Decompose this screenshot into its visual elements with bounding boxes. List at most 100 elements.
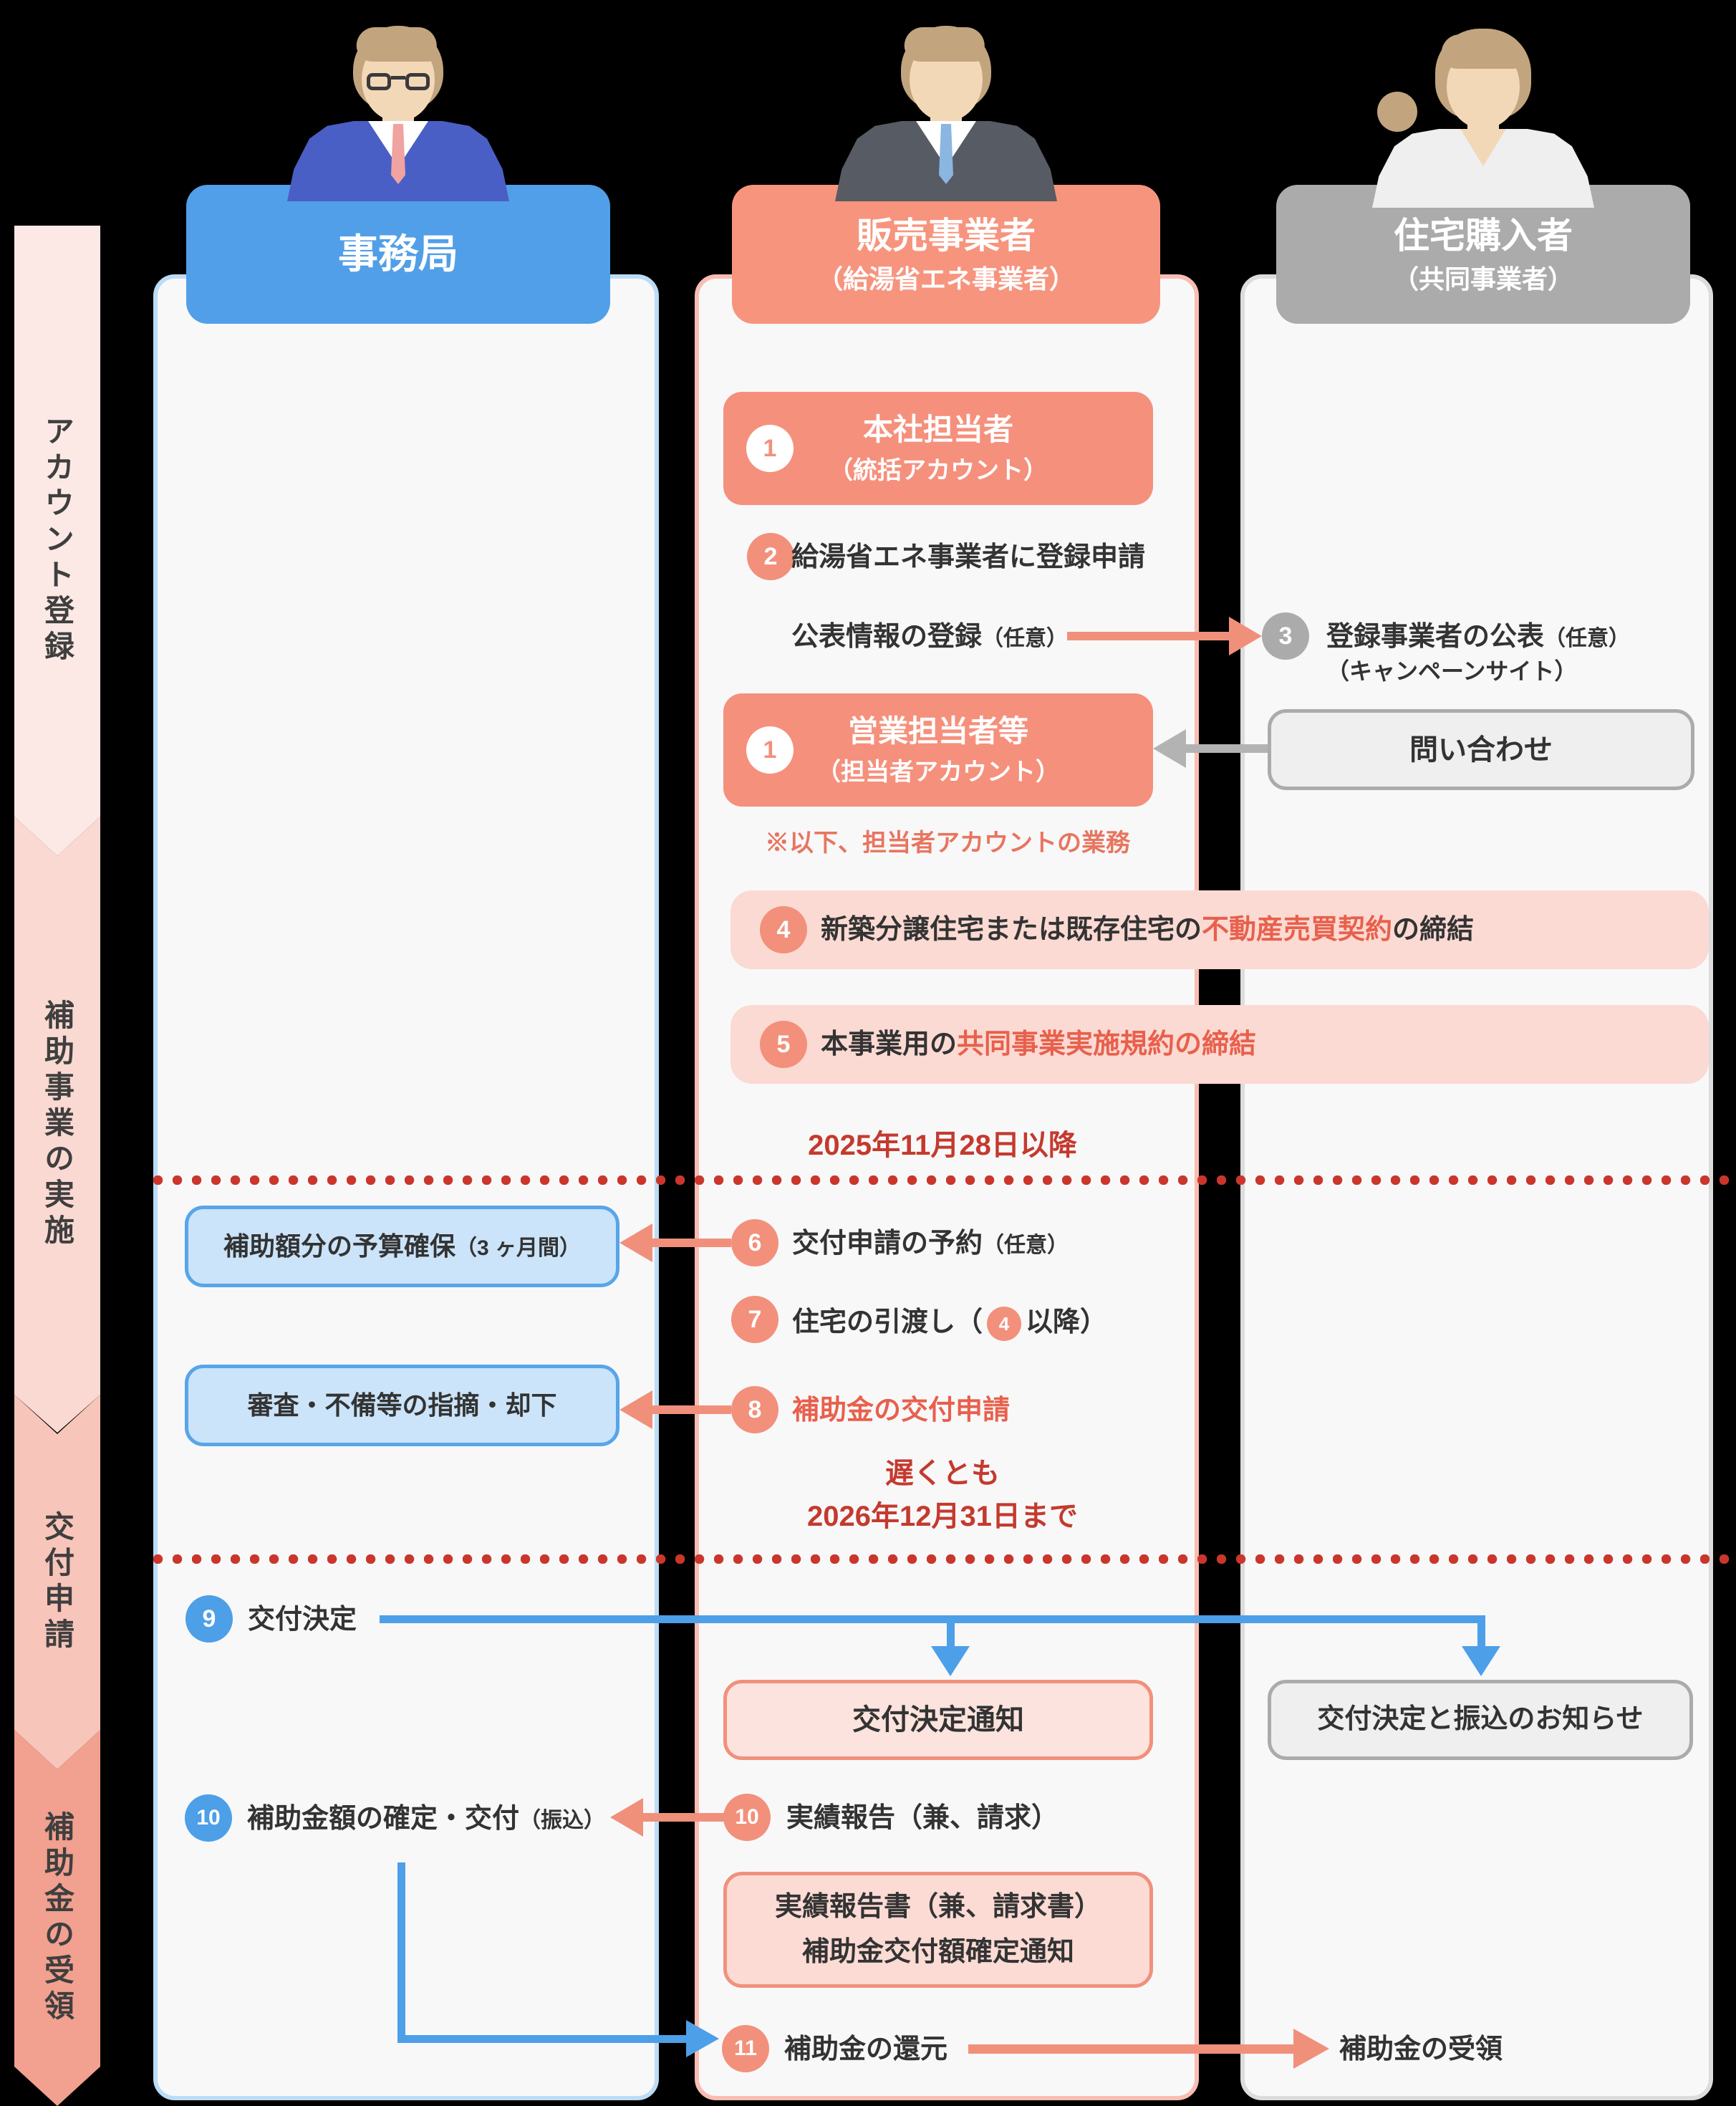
- publish-info-text: 公表情報の登録（任意）: [791, 622, 1069, 652]
- box-line2: （担当者アカウント）: [816, 759, 1060, 787]
- review-box: 審査・不備等の指摘・却下: [185, 1365, 619, 1446]
- arrowhead-left-icon: [1153, 729, 1186, 768]
- avatar-fringe-icon: [356, 27, 437, 62]
- header-title: 事務局: [338, 231, 458, 277]
- budget-box: 補助額分の予算確保（3 ヶ月間）: [185, 1206, 619, 1287]
- lane-secretariat: [153, 274, 659, 2100]
- arrowhead-right-icon: [1293, 2029, 1329, 2069]
- box-line2: 補助金交付額確定通知: [801, 1937, 1074, 1967]
- deadline-date-2: 2026年12月31日まで: [807, 1501, 1078, 1532]
- inquiry-box: 問い合わせ: [1268, 709, 1694, 790]
- step4-number: 4: [760, 906, 807, 953]
- band-step5: [730, 1005, 1709, 1084]
- lane-buyer: [1240, 274, 1713, 2100]
- step10-left-number: 10: [185, 1794, 232, 1842]
- arrow-refund-to-buyer: [968, 2044, 1293, 2054]
- step9-number: 9: [185, 1595, 233, 1643]
- arrow-inquiry-to-sales: [1186, 744, 1268, 753]
- band-step4: [730, 890, 1709, 969]
- arrowhead-left-icon: [619, 1390, 652, 1429]
- grant-decision-branch-buyer: [1477, 1615, 1485, 1649]
- receive-subsidy-text: 補助金の受領: [1339, 2034, 1503, 2064]
- phase-label: 補助金の受領: [40, 1810, 74, 2026]
- header-secretariat: 事務局: [186, 185, 610, 324]
- step5-number: 5: [760, 1021, 807, 1068]
- avatar-hair-bun-icon: [1377, 92, 1417, 132]
- avatar-tie-icon: [391, 124, 405, 184]
- head-office-account-box: 本社担当者 （統括アカウント）: [723, 392, 1153, 505]
- step3-line2: （キャンペーンサイト）: [1326, 658, 1578, 684]
- phase-subsidy-implementation: 補助事業の実施: [14, 817, 100, 1433]
- step2-number: 2: [747, 533, 794, 580]
- report-box: 実績報告書（兼、請求書） 補助金交付額確定通知: [723, 1872, 1153, 1988]
- box-label: 交付決定と振込のお知らせ: [1317, 1704, 1644, 1735]
- step1b-number: 1: [746, 726, 794, 774]
- phase-label: 補助事業の実施: [40, 999, 74, 1250]
- seller-avatar: [831, 26, 1061, 201]
- arrowhead-right-icon: [1229, 617, 1262, 655]
- deadline-date-1: 2025年11月28日以降: [808, 1130, 1077, 1161]
- box-label: 交付決定通知: [852, 1704, 1024, 1736]
- step3-text: 登録事業者の公表（任意）: [1326, 622, 1631, 652]
- account-note-text: ※以下、担当者アカウントの業務: [765, 830, 1130, 857]
- step4-text: 新築分譲住宅または既存住宅の不動産売買契約の締結: [821, 915, 1475, 945]
- buyer-avatar: [1369, 29, 1598, 208]
- grant-decision-branch-seller: [947, 1615, 955, 1649]
- decision-notice-box: 交付決定通知: [723, 1680, 1153, 1760]
- step8-text: 補助金の交付申請: [792, 1395, 1011, 1425]
- step6-text: 交付申請の予約（任意）: [792, 1228, 1069, 1259]
- step7-number: 7: [731, 1296, 778, 1343]
- step11-text: 補助金の還元: [784, 2034, 948, 2064]
- deadline-note: 遅くとも: [885, 1458, 1000, 1489]
- box-label: 問い合わせ: [1409, 734, 1553, 766]
- step10-left-text: 補助金額の確定・交付（振込）: [247, 1804, 606, 1834]
- step3-number: 3: [1262, 612, 1309, 660]
- refund-line-vertical: [397, 1862, 405, 2039]
- step9-text: 交付決定: [248, 1605, 357, 1635]
- arrow-publish-to-step3: [1067, 632, 1229, 640]
- step1a-number: 1: [746, 425, 794, 472]
- step10-mid-number: 10: [723, 1794, 771, 1841]
- header-title: 販売事業者: [857, 216, 1036, 256]
- box-line1: 本社担当者: [862, 412, 1013, 446]
- timeline-divider-1: [153, 1175, 1736, 1185]
- arrow-step10-to-left: [643, 1813, 725, 1822]
- phase-subsidy-receipt: 補助金の受領: [14, 1730, 100, 2106]
- header-subtitle: （給湯省エネ事業者）: [816, 264, 1075, 294]
- step10-mid-text: 実績報告（兼、請求）: [786, 1803, 1059, 1833]
- refund-line-horizontal: [397, 2035, 688, 2043]
- step4-ref-badge: 4: [987, 1307, 1022, 1341]
- header-subtitle: （共同事業者）: [1392, 264, 1573, 294]
- box-label: 審査・不備等の指摘・却下: [247, 1390, 557, 1420]
- arrowhead-left-icon: [610, 1798, 643, 1837]
- arrow-step6-to-budget: [652, 1239, 731, 1247]
- box-line1: 実績報告書（兼、請求書）: [774, 1891, 1101, 1922]
- arrowhead-down-icon: [931, 1646, 970, 1676]
- step8-number: 8: [731, 1386, 778, 1433]
- step6-number: 6: [731, 1219, 778, 1266]
- arrowhead-left-icon: [619, 1223, 652, 1262]
- secretariat-avatar: [284, 26, 513, 201]
- avatar-fringe-icon: [904, 27, 985, 62]
- phase-grant-application: 交付申請: [14, 1395, 100, 1769]
- avatar-tie-icon: [939, 124, 953, 184]
- grant-decision-line: [380, 1615, 1485, 1623]
- arrow-step8-to-review: [652, 1405, 731, 1414]
- arrowhead-down-icon: [1462, 1646, 1500, 1676]
- sales-account-box: 営業担当者等 （担当者アカウント）: [723, 693, 1153, 807]
- step2-text: 給湯省エネ事業者に登録申請: [791, 542, 1146, 572]
- step5-text: 本事業用の共同事業実施規約の締結: [821, 1029, 1257, 1059]
- header-seller: 販売事業者 （給湯省エネ事業者）: [732, 185, 1160, 324]
- avatar-fringe-icon: [1441, 34, 1522, 69]
- phase-account-registration: アカウント登録: [14, 226, 100, 856]
- phase-label: 交付申請: [40, 1510, 74, 1654]
- header-buyer: 住宅購入者 （共同事業者）: [1276, 185, 1690, 324]
- decision-transfer-notice-box: 交付決定と振込のお知らせ: [1268, 1680, 1693, 1760]
- step11-number: 11: [722, 2025, 769, 2072]
- timeline-divider-2: [153, 1554, 1736, 1564]
- phase-label: アカウント登録: [40, 415, 74, 666]
- arrowhead-right-icon: [686, 2020, 719, 2057]
- glasses-icon: [367, 73, 430, 92]
- header-title: 住宅購入者: [1394, 216, 1573, 256]
